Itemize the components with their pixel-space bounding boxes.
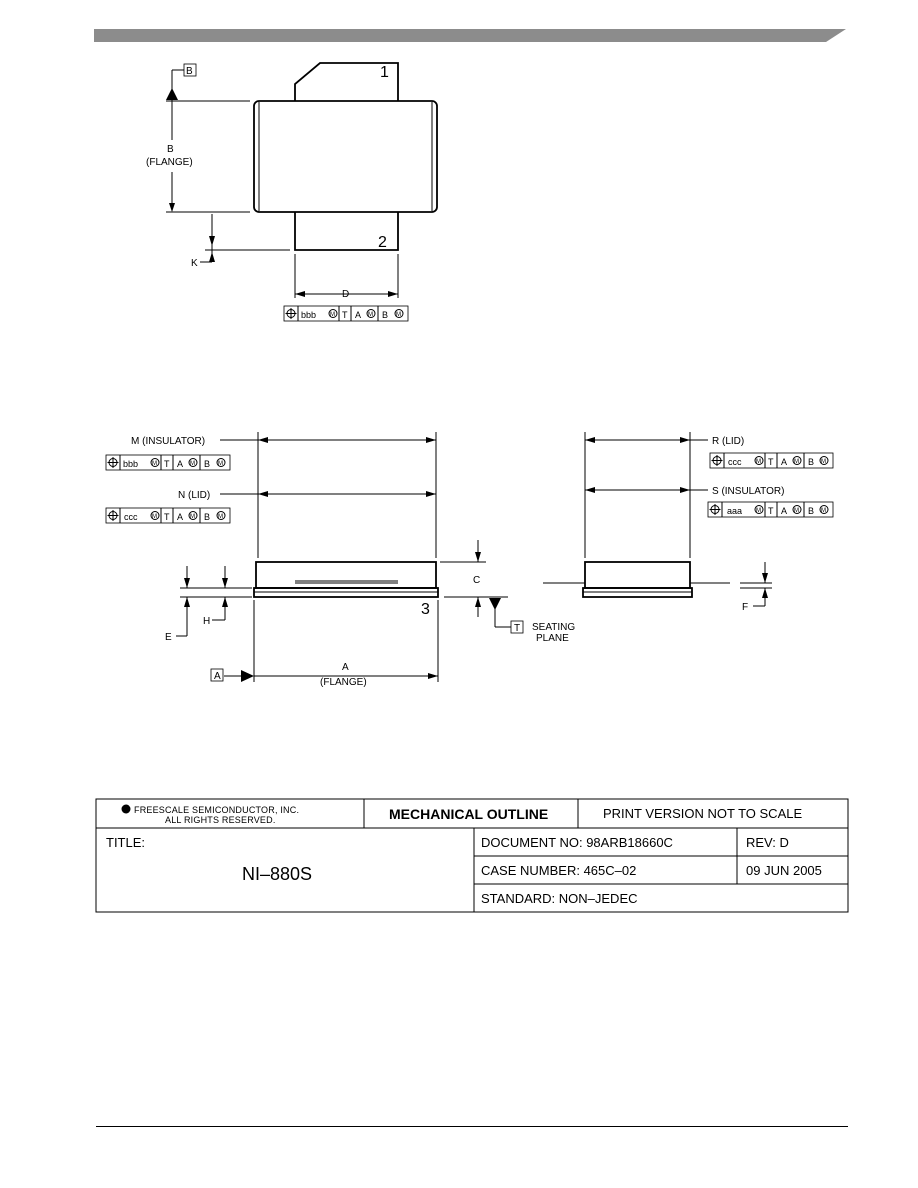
fcf-n-tolerance: ccc bbox=[124, 512, 138, 522]
svg-text:M: M bbox=[152, 461, 157, 467]
fcf-m-tolerance: bbb bbox=[123, 459, 138, 469]
svg-text:M: M bbox=[152, 514, 157, 520]
dim-f-label: F bbox=[742, 602, 748, 613]
svg-text:M: M bbox=[756, 459, 761, 465]
case-number: CASE NUMBER: 465C–02 bbox=[481, 863, 636, 878]
svg-text:M: M bbox=[330, 312, 335, 318]
svg-text:M: M bbox=[218, 514, 223, 520]
dim-a-label: A bbox=[342, 662, 349, 673]
fcf-m-datum-t: T bbox=[164, 459, 170, 469]
fcf-r-tolerance: ccc bbox=[728, 457, 742, 467]
fcf-s-datum-t: T bbox=[768, 506, 774, 516]
dim-e-label: E bbox=[165, 632, 172, 643]
fcf-s: aaa M T A M B M bbox=[707, 501, 834, 518]
fcf-m: bbb M T A M B M bbox=[105, 454, 231, 471]
top-fcf-datum-a: A bbox=[355, 310, 361, 320]
dim-r-label: R (LID) bbox=[712, 436, 744, 447]
dim-k-label: K bbox=[191, 258, 198, 269]
fcf-s-tolerance: aaa bbox=[727, 506, 742, 516]
fcf-s-datum-a: A bbox=[781, 506, 787, 516]
document-number: DOCUMENT NO: 98ARB18660C bbox=[481, 835, 673, 850]
top-view: 1 2 B B (FLANGE) K D bbox=[146, 62, 438, 322]
top-fcf-datum-b: B bbox=[382, 310, 388, 320]
top-fcf-datum-t: T bbox=[342, 310, 348, 320]
fcf-n: ccc M T A M B M bbox=[105, 507, 231, 524]
dim-s-label: S (INSULATOR) bbox=[712, 486, 784, 497]
svg-text:M: M bbox=[190, 514, 195, 520]
datum-a-box: A bbox=[214, 671, 221, 682]
side-view: R (LID) ccc M T A M B M S (INSULATOR) bbox=[543, 432, 834, 613]
svg-text:M: M bbox=[190, 461, 195, 467]
pin-2-label: 2 bbox=[378, 234, 387, 251]
fcf-m-datum-b: B bbox=[204, 459, 210, 469]
datum-b-box: B bbox=[186, 66, 193, 77]
front-view: M (INSULATOR) bbb M T A M B M N (LID) bbox=[105, 432, 575, 688]
fcf-r: ccc M T A M B M bbox=[709, 452, 834, 469]
dim-d-label: D bbox=[342, 289, 349, 300]
fcf-r-datum-a: A bbox=[781, 457, 787, 467]
dim-h-label: H bbox=[203, 616, 210, 627]
standard: STANDARD: NON–JEDEC bbox=[481, 891, 638, 906]
fcf-m-datum-a: A bbox=[177, 459, 183, 469]
revision: REV: D bbox=[746, 835, 789, 850]
svg-text:M: M bbox=[821, 508, 826, 514]
fcf-r-datum-b: B bbox=[808, 457, 814, 467]
datum-t-box: T bbox=[514, 623, 520, 634]
top-fcf-tolerance: bbb bbox=[301, 310, 316, 320]
package-title: NI–880S bbox=[242, 864, 312, 884]
fcf-n-datum-a: A bbox=[177, 512, 183, 522]
seating-plane-label-2: PLANE bbox=[536, 633, 569, 644]
svg-text:M: M bbox=[368, 312, 373, 318]
svg-text:M: M bbox=[218, 461, 223, 467]
header-bar bbox=[94, 29, 846, 42]
title-label: TITLE: bbox=[106, 835, 145, 850]
mechanical-outline-heading: MECHANICAL OUTLINE bbox=[389, 806, 548, 822]
fcf-s-datum-b: B bbox=[808, 506, 814, 516]
dim-c-label: C bbox=[473, 575, 480, 586]
pin-1-label: 1 bbox=[380, 64, 389, 81]
dim-m-label: M (INSULATOR) bbox=[131, 436, 205, 447]
svg-text:M: M bbox=[794, 459, 799, 465]
copyright-icon: c bbox=[124, 807, 128, 814]
fcf-r-datum-t: T bbox=[768, 457, 774, 467]
svg-text:M: M bbox=[821, 459, 826, 465]
copyright-line-1: FREESCALE SEMICONDUCTOR, INC. bbox=[134, 805, 299, 815]
dim-b-label: B bbox=[167, 144, 174, 155]
copyright-line-2: ALL RIGHTS RESERVED. bbox=[165, 815, 276, 825]
revision-date: 09 JUN 2005 bbox=[746, 863, 822, 878]
svg-text:M: M bbox=[756, 508, 761, 514]
svg-text:M: M bbox=[794, 508, 799, 514]
top-fcf: bbb M T A M B M bbox=[283, 305, 409, 322]
svg-text:M: M bbox=[396, 312, 401, 318]
fcf-n-datum-t: T bbox=[164, 512, 170, 522]
seating-plane-label-1: SEATING bbox=[532, 622, 575, 633]
print-version-label: PRINT VERSION NOT TO SCALE bbox=[603, 806, 802, 821]
dim-b-sublabel: (FLANGE) bbox=[146, 157, 193, 168]
pin-3-label: 3 bbox=[421, 601, 430, 618]
footer-rule bbox=[96, 1126, 848, 1127]
title-block: c FREESCALE SEMICONDUCTOR, INC. ALL RIGH… bbox=[95, 798, 849, 913]
dim-a-sublabel: (FLANGE) bbox=[320, 677, 367, 688]
fcf-n-datum-b: B bbox=[204, 512, 210, 522]
dim-n-label: N (LID) bbox=[178, 490, 210, 501]
